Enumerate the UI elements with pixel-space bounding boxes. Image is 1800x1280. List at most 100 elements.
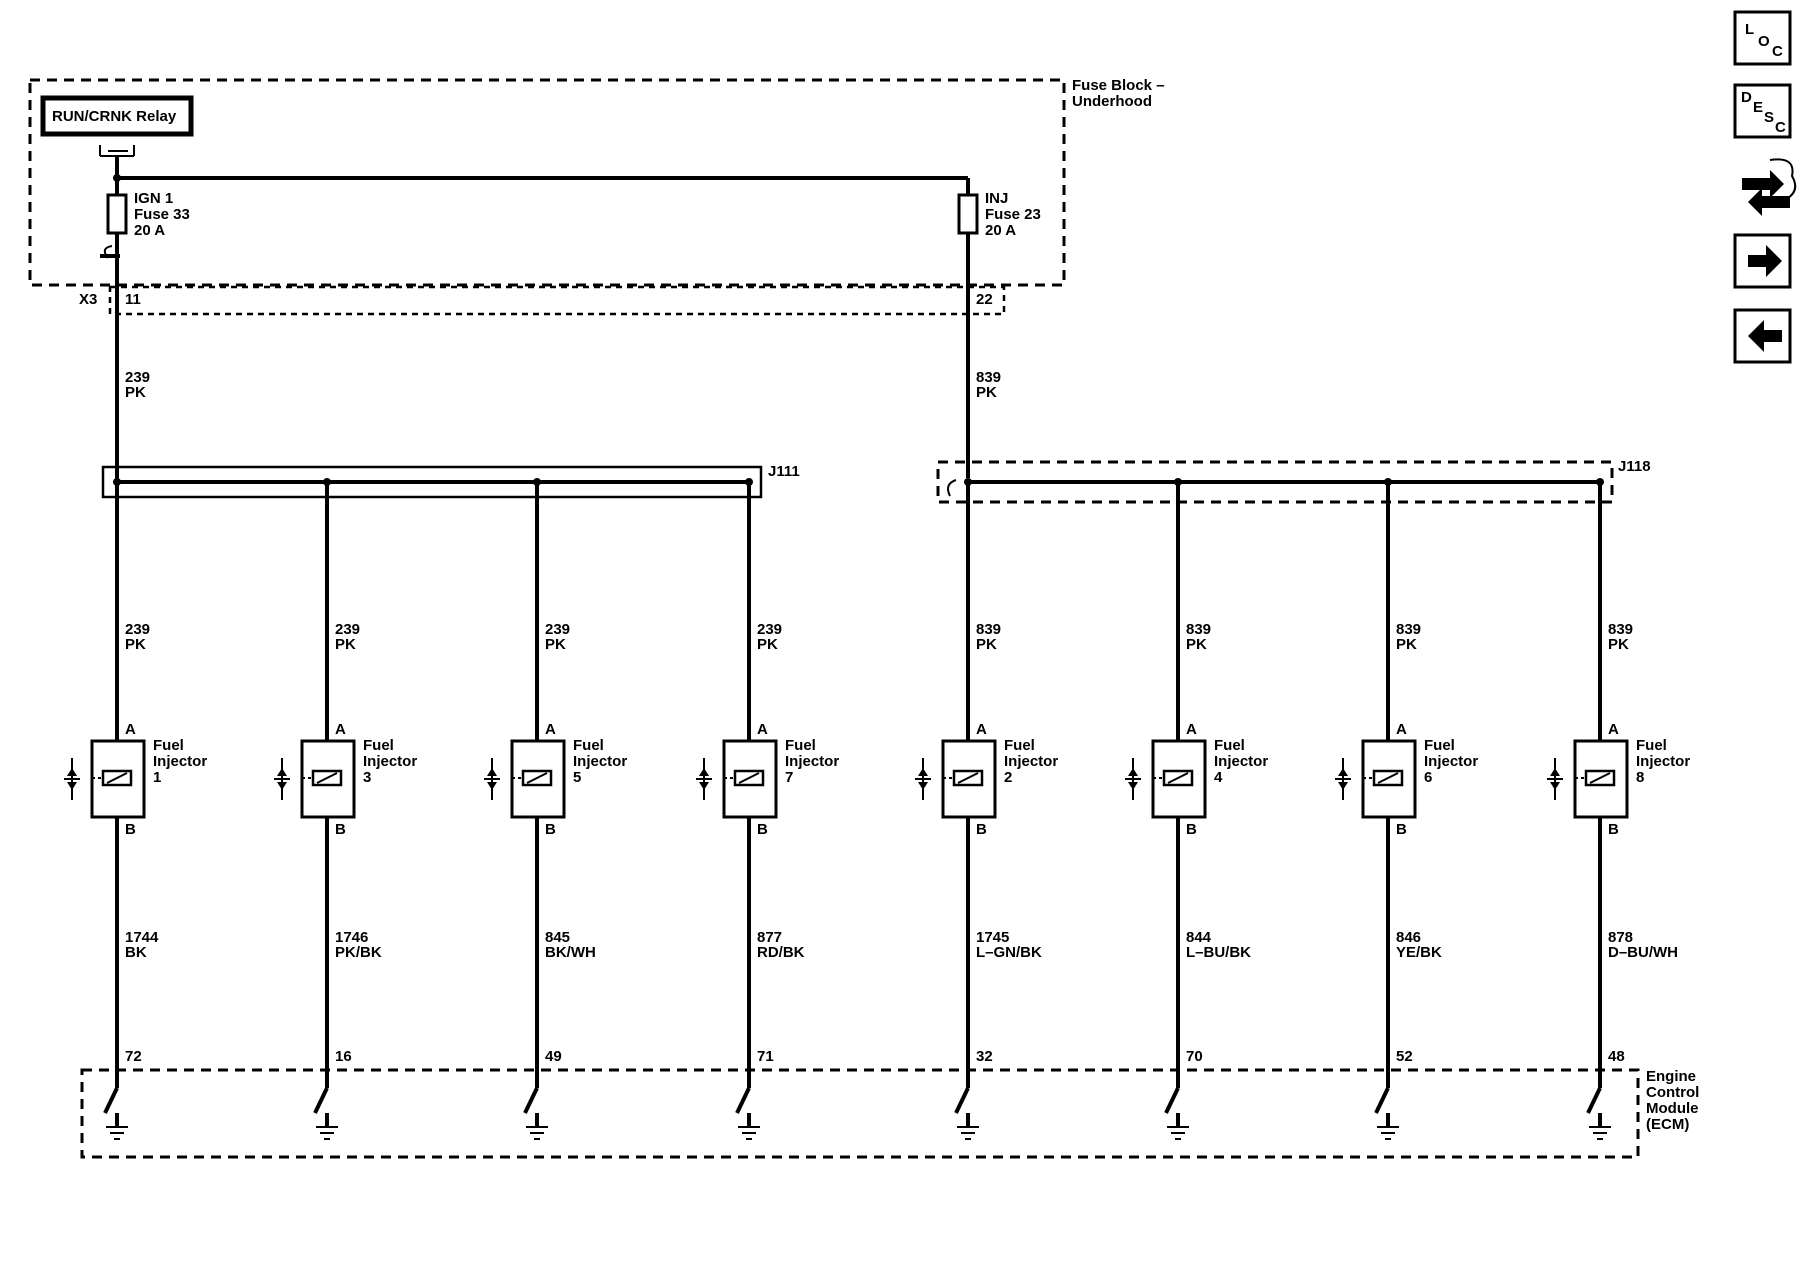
injector-number: 3 (363, 769, 371, 786)
control-circuit-label: 1746 (335, 929, 368, 946)
diagnostic-arrows-icon (1742, 158, 1797, 216)
control-circuit-label: 1745 (976, 929, 1009, 946)
injector-label: Fuel (1214, 737, 1245, 754)
injector-label: Fuel (363, 737, 394, 754)
x3-pin: 11 (125, 291, 141, 308)
ecm-pin-label: 52 (1396, 1048, 1413, 1065)
ecm-label: (ECM) (1646, 1116, 1689, 1133)
fuse-23-symbol (957, 193, 979, 235)
solenoid-coil-icon (738, 772, 760, 784)
injector-label: Fuel (153, 737, 184, 754)
feed-color-label: PK (976, 384, 997, 401)
svg-text:O: O (1758, 33, 1770, 50)
run-crnk-relay (40, 95, 194, 137)
description-icon: D E S C (1741, 89, 1786, 136)
injector-pin-b: B (976, 821, 987, 838)
fuse-23-label: INJ (985, 190, 1008, 207)
fuse-block-outline (28, 78, 1066, 287)
feed-circuit-label: 839 (1396, 621, 1421, 638)
splice-junction (1174, 478, 1182, 486)
control-circuit-label: 845 (545, 929, 570, 946)
injector-number: 1 (153, 769, 161, 786)
control-circuit-label: 877 (757, 929, 782, 946)
injector-label: Injector (1636, 753, 1690, 770)
relay-label: RUN/CRNK Relay (52, 108, 177, 125)
injector-pin-a: A (1608, 721, 1619, 738)
control-color-label: BK (125, 944, 147, 961)
injector-label: Fuel (1424, 737, 1455, 754)
control-circuit-label: 846 (1396, 929, 1421, 946)
plunger-arrows-icon (67, 768, 77, 790)
fuse-block-label: Fuse Block – (1072, 77, 1165, 94)
feed-circuit-label: 839 (976, 369, 1001, 386)
injector-label: Injector (363, 753, 417, 770)
control-color-label: PK/BK (335, 944, 382, 961)
feed-color-label: PK (1186, 636, 1207, 653)
injector-label: Fuel (573, 737, 604, 754)
control-color-label: L–GN/BK (976, 944, 1042, 961)
splice-junction (1384, 478, 1392, 486)
fuse-33-label: Fuse 33 (134, 206, 190, 223)
injector-pin-b: B (335, 821, 346, 838)
control-circuit-label: 1744 (125, 929, 159, 946)
feed-color-label: PK (545, 636, 566, 653)
svg-text:S: S (1764, 109, 1774, 126)
injector-number: 4 (1214, 769, 1223, 786)
x3-connector-outline (108, 285, 1006, 316)
control-color-label: RD/BK (757, 944, 805, 961)
previous-button[interactable] (1733, 308, 1792, 364)
feed-color-label: PK (757, 636, 778, 653)
splice-junction (964, 478, 972, 486)
next-button[interactable] (1733, 233, 1792, 289)
control-circuit-label: 844 (1186, 929, 1212, 946)
splice-junction (533, 478, 541, 486)
svg-text:C: C (1775, 119, 1786, 136)
x3-pin: 22 (976, 291, 993, 308)
solenoid-coil-icon (1167, 772, 1189, 784)
feed-color-label: PK (335, 636, 356, 653)
splice-j118-label: J118 (1618, 458, 1651, 475)
fuse-23-label: Fuse 23 (985, 206, 1041, 223)
ecm-pin-label: 16 (335, 1048, 352, 1065)
injector-label: Injector (1004, 753, 1058, 770)
feed-circuit-label: 239 (335, 621, 360, 638)
control-color-label: BK/WH (545, 944, 596, 961)
svg-text:L: L (1745, 21, 1754, 38)
injector-label: Injector (1424, 753, 1478, 770)
feed-circuit-label: 839 (1186, 621, 1211, 638)
location-button[interactable]: L O C (1733, 10, 1792, 66)
ecm-driver-switch-icon (1374, 1087, 1390, 1114)
injector-pin-a: A (335, 721, 346, 738)
fuse-block-label: Underhood (1072, 93, 1152, 110)
fuse-33-symbol (106, 193, 128, 235)
injector-pin-a: A (757, 721, 768, 738)
injector-number: 2 (1004, 769, 1012, 786)
splice-j111-label: J111 (768, 463, 800, 480)
injector-pin-a: A (125, 721, 136, 738)
fuse-33-label: IGN 1 (134, 190, 173, 207)
diagnostic-button[interactable] (1742, 158, 1797, 216)
feed-color-label: PK (125, 384, 146, 401)
injector-group: 239PKABFuelInjector11744BK72239PKABFuelI… (64, 478, 1690, 1140)
splice-j111 (101, 465, 763, 499)
ecm-pin-label: 48 (1608, 1048, 1625, 1065)
ecm-driver-switch-icon (523, 1087, 539, 1114)
description-button[interactable]: D E S C (1733, 83, 1792, 139)
ecm-label: Module (1646, 1100, 1699, 1117)
control-color-label: YE/BK (1396, 944, 1442, 961)
ecm-driver-switch-icon (1164, 1087, 1180, 1114)
solenoid-coil-icon (1377, 772, 1399, 784)
injector-pin-a: A (976, 721, 987, 738)
injector-number: 7 (785, 769, 793, 786)
solenoid-coil-icon (1589, 772, 1611, 784)
splice-junction (323, 478, 331, 486)
solenoid-coil-icon (957, 772, 979, 784)
feed-color-label: PK (125, 636, 146, 653)
feed-circuit-label: 239 (757, 621, 782, 638)
fuse-33-label: 20 A (134, 222, 165, 239)
